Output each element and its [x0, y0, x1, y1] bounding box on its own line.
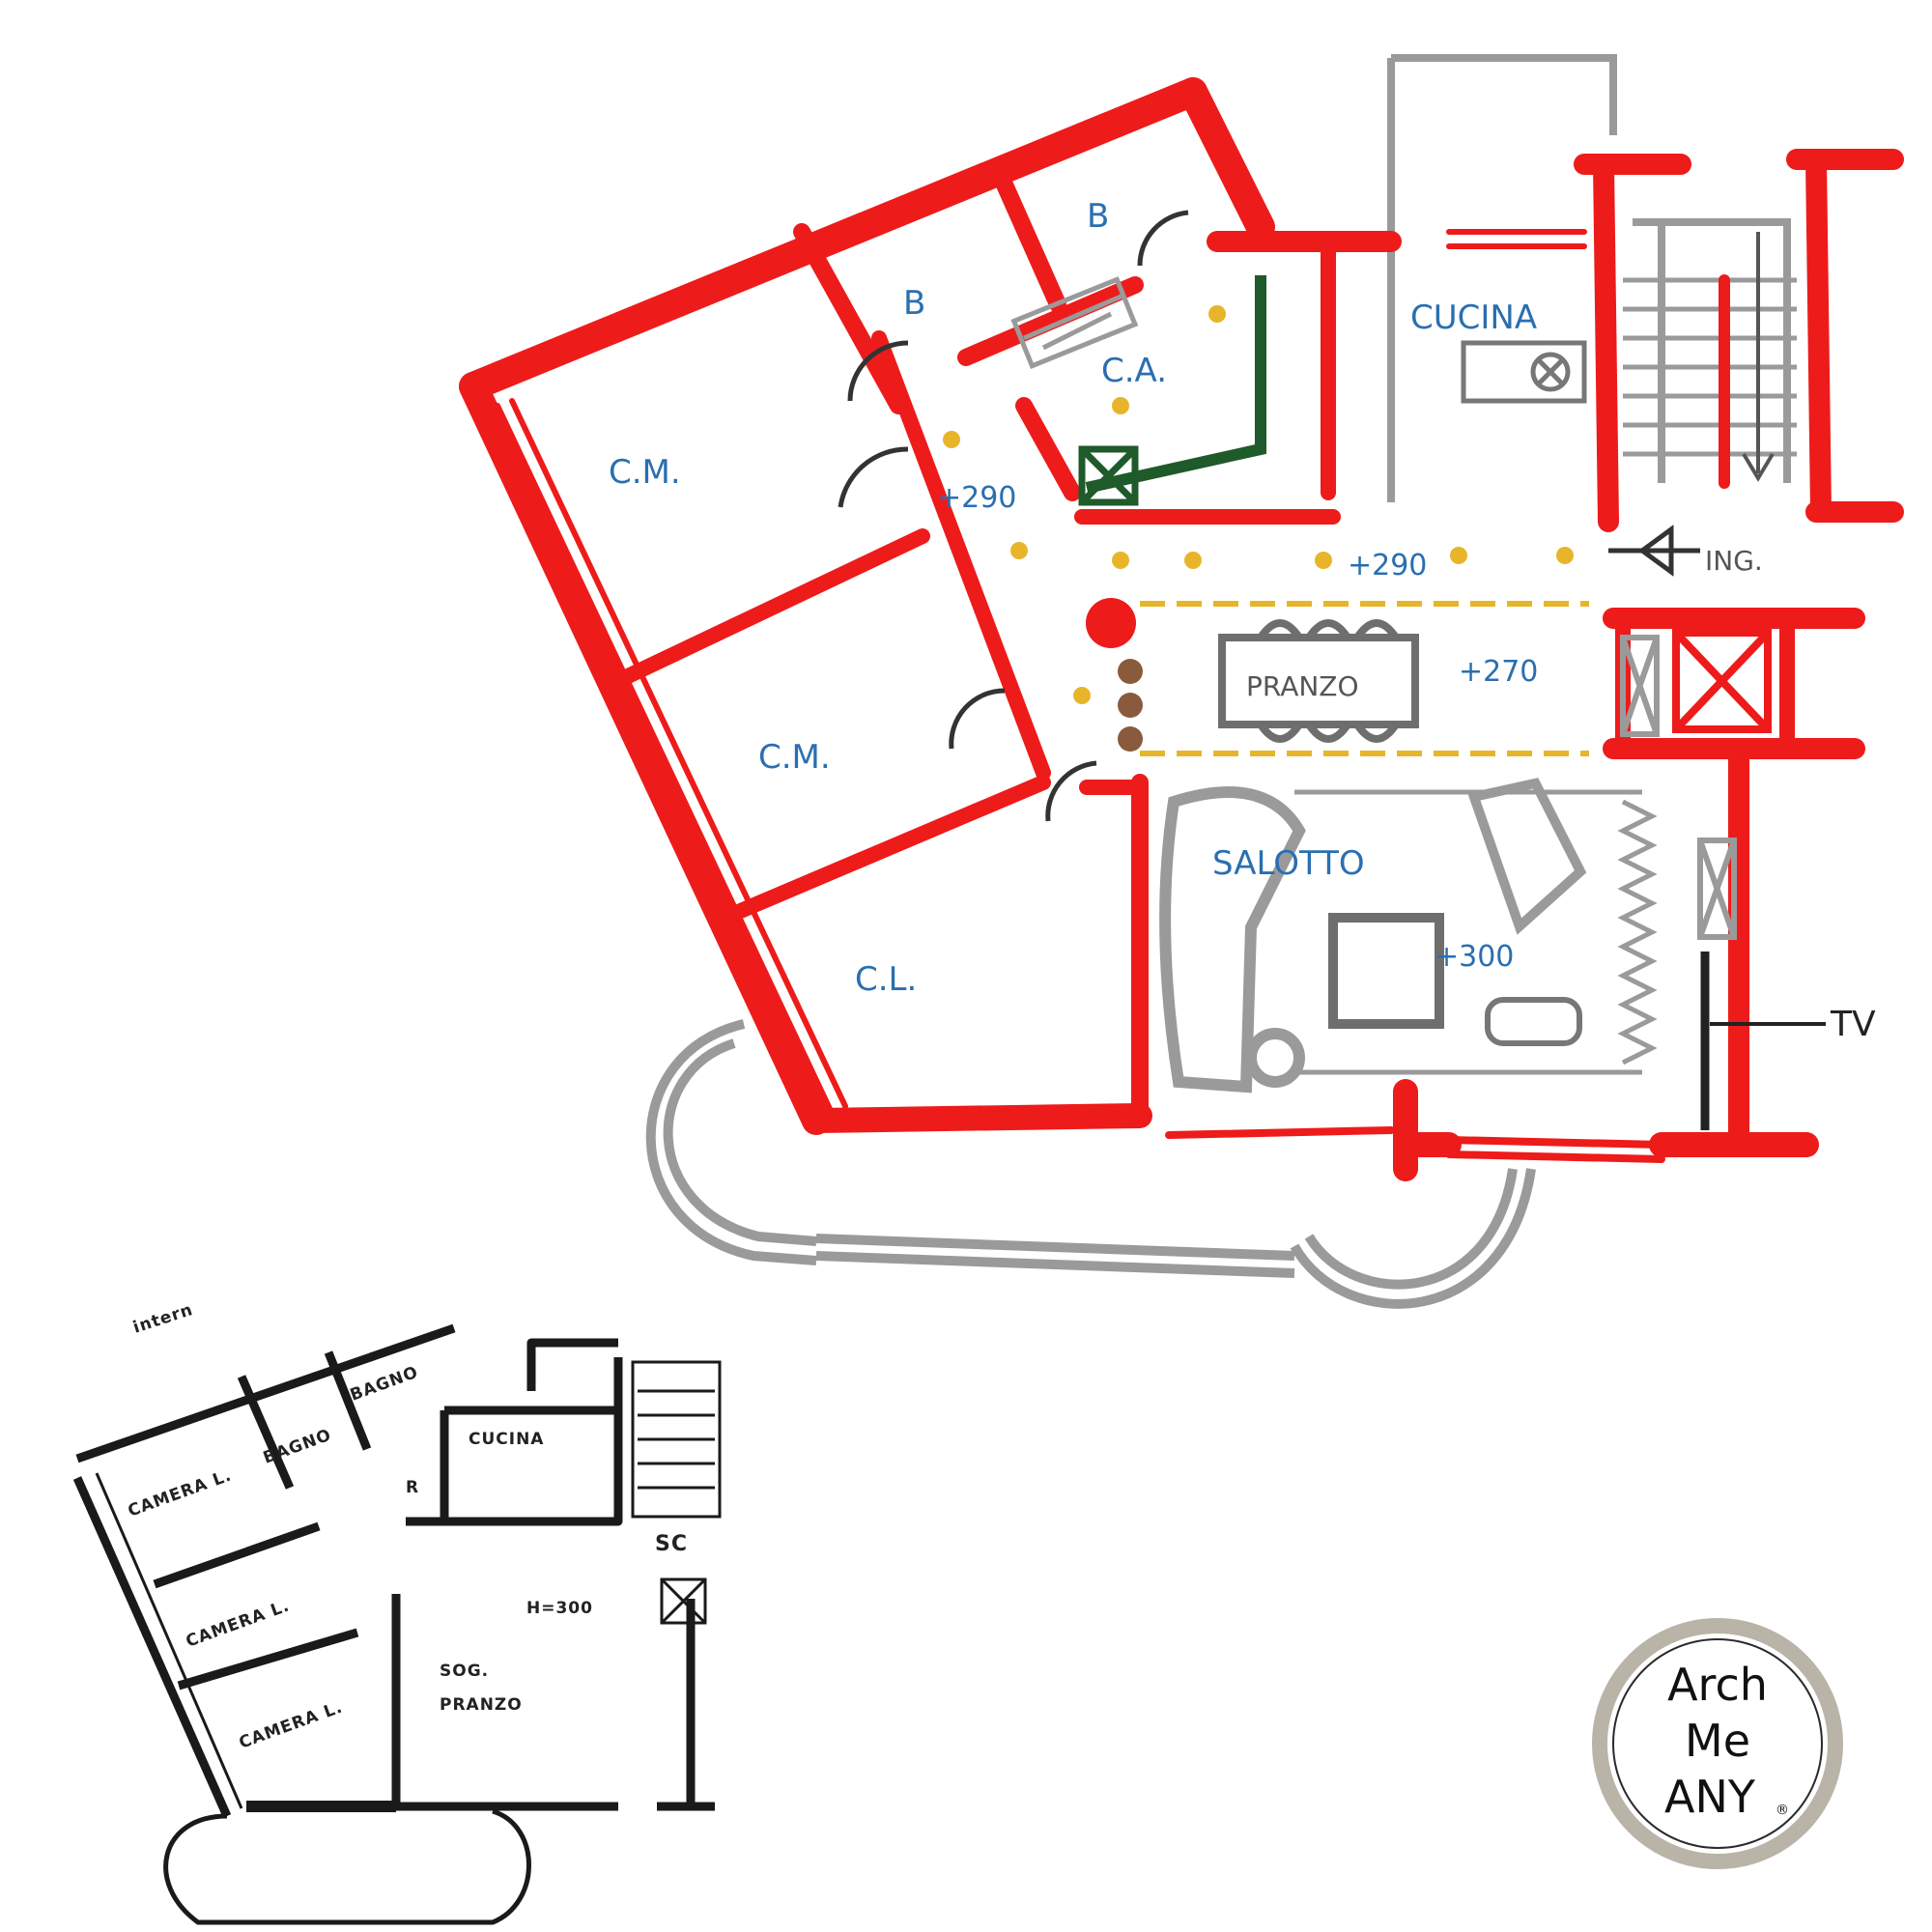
room-label-kitchen: CUCINA [1410, 298, 1537, 337]
original-label-bath1: BAGNO [261, 1426, 334, 1468]
stair-treads [1623, 277, 1797, 457]
remote-icon [1485, 997, 1582, 1046]
new-floor-plan: B B C.A. CUCINA C.M. C.M. C.L. PRANZO SA… [459, 54, 1904, 1309]
armchair [1467, 778, 1587, 935]
spotlights [943, 305, 1574, 704]
wardrobe-cross-icon [1078, 445, 1139, 506]
planters [1118, 659, 1143, 752]
shaft-icon [1620, 635, 1737, 940]
height-label-corridor: +290 [1348, 549, 1427, 582]
column-marker [1086, 598, 1136, 648]
wardrobe-unit [1085, 275, 1266, 494]
original-stair [631, 1360, 722, 1625]
room-label-bath2: B [1087, 197, 1109, 236]
logo-mark: ® [1776, 1803, 1789, 1818]
lift-icon [1672, 629, 1772, 733]
original-label-kitchen: CUCINA [469, 1430, 544, 1449]
kitchen-hob [1461, 340, 1587, 404]
archmeany-logo: Arch Me ANY ® [1592, 1618, 1843, 1869]
tv-label: TV [1830, 1005, 1876, 1044]
logo-line3: ANY [1664, 1771, 1756, 1823]
height-label-living: +300 [1435, 940, 1514, 974]
stair-arrow-icon [1742, 232, 1775, 482]
new-walls [459, 77, 1904, 1181]
room-label-dining: PRANZO [1246, 670, 1359, 702]
room-label-bedroom1: C.M. [609, 453, 681, 492]
original-label-living-top: SOG. [440, 1662, 489, 1681]
original-walls [72, 1323, 715, 1818]
room-label-bedroom2: C.M. [758, 738, 831, 777]
wardrobe-hatch [1010, 276, 1139, 370]
original-label-bed1: CAMERA L. [126, 1465, 235, 1520]
room-label-bath1: B [903, 284, 925, 323]
original-label-living-bottom: PRANZO [440, 1695, 523, 1715]
original-label-bed2: CAMERA L. [184, 1596, 293, 1651]
logo-line1: Arch [1667, 1659, 1768, 1711]
original-header: intern [130, 1300, 195, 1338]
height-label-dining: +270 [1459, 655, 1538, 689]
original-height-label: H=300 [526, 1599, 593, 1618]
original-balcony [163, 1808, 531, 1925]
height-label-hall: +290 [937, 481, 1016, 515]
original-floor-plan: intern CAMERA L. CAMERA L. CAMERA L. BAG… [72, 1300, 722, 1925]
original-label-storage: R [406, 1478, 419, 1497]
original-stair-label: SC [655, 1532, 688, 1556]
sofa [1159, 786, 1306, 1094]
dining-table [1218, 619, 1419, 743]
coffee-table [1328, 913, 1444, 1029]
logo-line2: Me [1685, 1715, 1750, 1767]
door-swings [838, 210, 1189, 822]
original-label-bath2: BAGNO [348, 1363, 421, 1406]
room-label-wardrobe: C.A. [1101, 352, 1167, 390]
room-label-bedroom3: C.L. [855, 960, 917, 999]
balcony [645, 1019, 1536, 1309]
entrance-arrow-icon [1608, 525, 1700, 577]
original-label-bed3: CAMERA L. [237, 1697, 346, 1752]
entrance-label: ING. [1705, 545, 1763, 577]
room-label-living: SALOTTO [1212, 844, 1365, 883]
stair-block [1387, 54, 1797, 502]
rug [1294, 789, 1658, 1075]
dining-boundary [1140, 601, 1589, 756]
